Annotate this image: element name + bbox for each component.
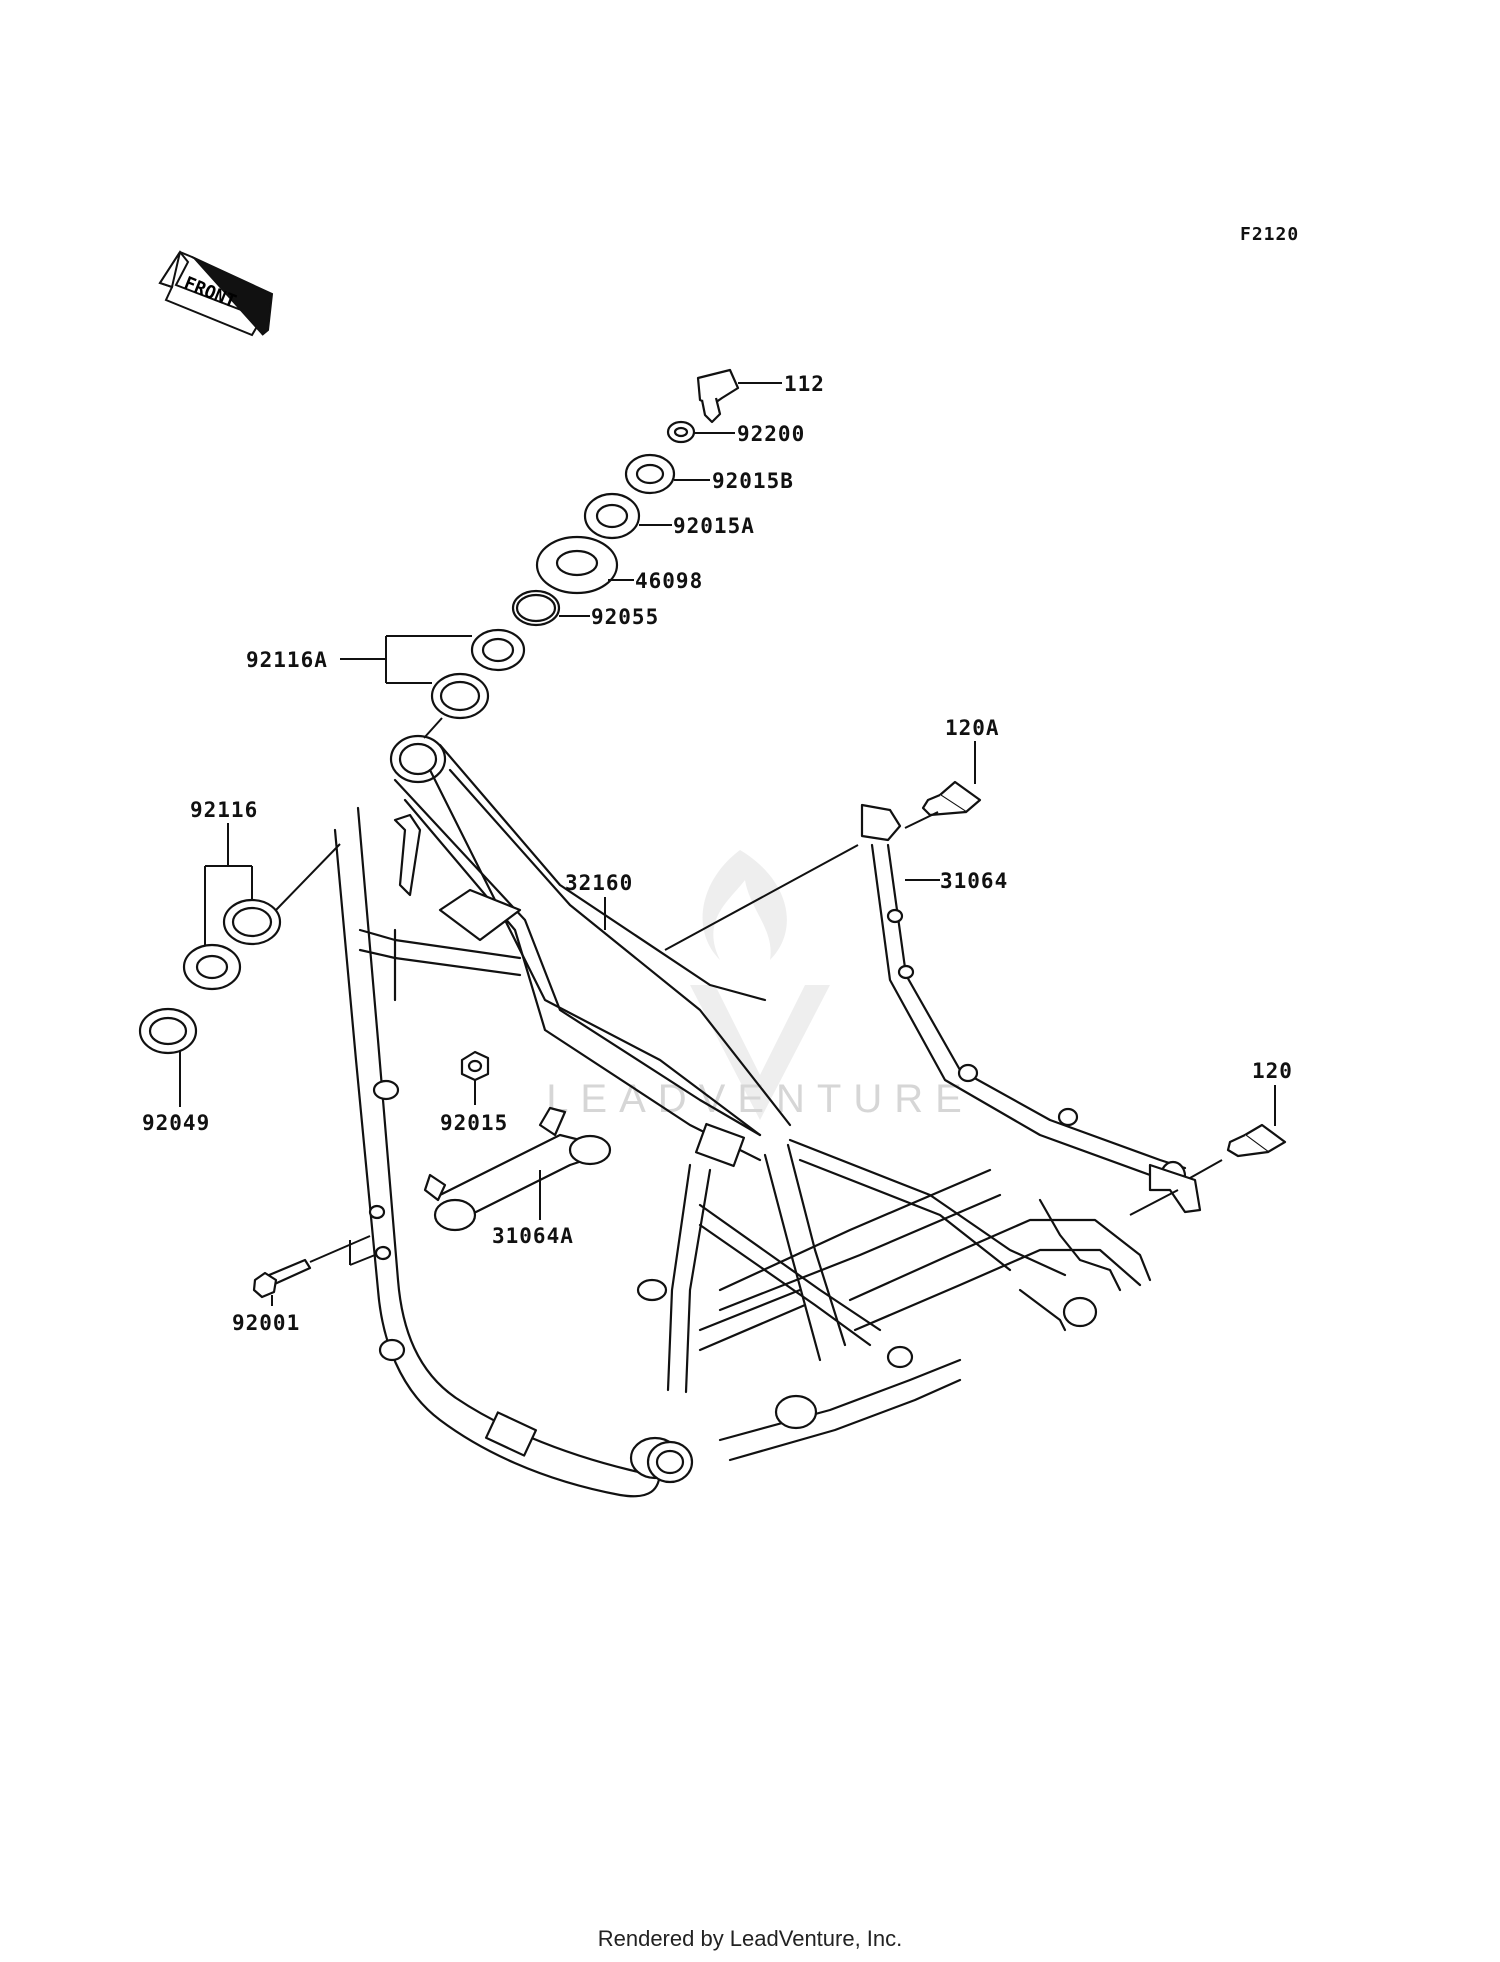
label-120: 120 [1252,1059,1293,1083]
part-92200-washer [666,420,735,444]
label-32160: 32160 [565,871,633,895]
label-92116A: 92116A [246,648,328,672]
part-92049-seal [138,1007,198,1107]
label-92015B: 92015B [712,469,794,493]
diagram-code: F2120 [1240,224,1299,245]
front-arrow-icon: FRONT [158,250,274,337]
label-120A: 120A [945,716,1000,740]
label-92001: 92001 [232,1311,300,1335]
label-112: 112 [784,372,825,396]
steering-head [389,717,447,784]
part-120-bolt [1129,1085,1287,1216]
part-31064-downtube [664,803,1202,1214]
label-92015A: 92015A [673,514,755,538]
part-92116A-race-lower [430,672,490,720]
part-92116-race [222,843,341,946]
part-120A-bolt [921,741,982,817]
part-92055-oring [511,589,590,627]
leader-92116A [340,635,472,684]
part-92001-bolt [252,1204,392,1306]
watermark-text: LEADVENTURE [546,1077,974,1121]
label-31064A: 31064A [492,1224,574,1248]
label-92200: 92200 [737,422,805,446]
part-92116A-bearing-upper [470,628,526,672]
part-92015A-nut [583,492,672,540]
part-92015B-nut [624,453,710,495]
footer-credit: Rendered by LeadVenture, Inc. [598,1926,903,1951]
part-46098-cap [535,535,634,595]
part-31064A-bracket [423,1106,612,1232]
label-92055: 92055 [591,605,659,629]
watermark-logo [690,850,830,1120]
label-92015: 92015 [440,1111,508,1135]
leader-92116 [204,823,253,960]
label-92116: 92116 [190,798,258,822]
label-31064: 31064 [940,869,1008,893]
frame-32160 [333,743,1152,1498]
part-112-bolt [696,368,782,424]
label-46098: 46098 [635,569,703,593]
part-92116-bearing [182,943,242,991]
part-92015-nut [460,1050,490,1105]
label-92049: 92049 [142,1111,210,1135]
